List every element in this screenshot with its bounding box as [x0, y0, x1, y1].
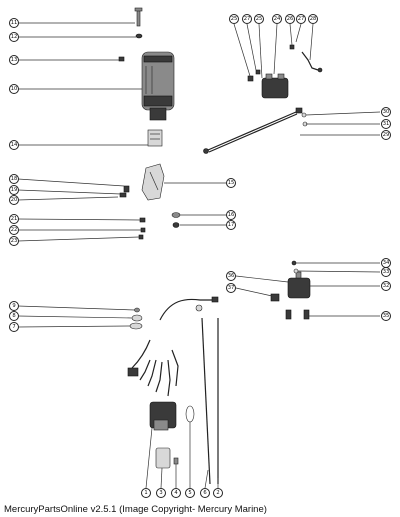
starter-motor-group [118, 7, 175, 147]
callout-17[interactable]: 17 [226, 220, 236, 230]
callout-label: 12 [11, 34, 18, 40]
callout-label: 28 [310, 16, 317, 22]
battery-cable [203, 107, 308, 154]
callout-label: 5 [188, 490, 191, 496]
callout-25-a[interactable]: 25 [229, 14, 239, 24]
callout-label: 1 [144, 490, 147, 496]
callout-label: 24 [274, 16, 281, 22]
callout-31[interactable]: 31 [381, 119, 391, 129]
leader-lines [17, 22, 381, 489]
callout-37[interactable]: 37 [226, 283, 236, 293]
callout-32[interactable]: 32 [381, 281, 391, 291]
callout-8[interactable]: 8 [9, 311, 19, 321]
callout-14[interactable]: 14 [9, 140, 19, 150]
callout-36[interactable]: 36 [226, 271, 236, 281]
callout-label: 8 [12, 313, 15, 319]
mounting-bracket-group [119, 163, 181, 240]
terminal-nut [247, 75, 254, 82]
callout-label: 20 [11, 197, 18, 203]
callout-label: 30 [383, 109, 390, 115]
callout-label: 25 [256, 16, 263, 22]
callout-4[interactable]: 4 [171, 488, 181, 498]
callout-26[interactable]: 26 [285, 14, 295, 24]
callout-label: 18 [11, 176, 18, 182]
rectifier-group [270, 260, 311, 320]
callout-28[interactable]: 28 [308, 14, 318, 24]
callout-label: 6 [203, 490, 206, 496]
callout-label: 34 [383, 260, 390, 266]
copyright-footer: MercuryPartsOnline v2.5.1 (Image Copyrig… [4, 504, 267, 515]
callout-label: 11 [11, 20, 18, 26]
callout-label: 23 [11, 238, 18, 244]
callout-5[interactable]: 5 [185, 488, 195, 498]
callout-18[interactable]: 18 [9, 174, 19, 184]
callout-label: 22 [11, 227, 18, 233]
callout-13[interactable]: 13 [9, 55, 19, 65]
callout-24[interactable]: 24 [272, 14, 282, 24]
callout-9[interactable]: 9 [9, 301, 19, 311]
callout-label: 14 [11, 142, 18, 148]
callout-35[interactable]: 35 [381, 311, 391, 321]
callout-label: 29 [383, 132, 390, 138]
callout-20[interactable]: 20 [9, 195, 19, 205]
callout-label: 35 [383, 313, 390, 319]
callout-23[interactable]: 23 [9, 236, 19, 246]
callout-27-a[interactable]: 27 [242, 14, 252, 24]
callout-label: 7 [12, 324, 15, 330]
callout-30[interactable]: 30 [381, 107, 391, 117]
solenoid-group [247, 44, 323, 99]
callout-22[interactable]: 22 [9, 225, 19, 235]
callout-label: 15 [228, 180, 235, 186]
callout-25-b[interactable]: 25 [254, 14, 264, 24]
callout-label: 37 [228, 285, 235, 291]
callout-10[interactable]: 10 [9, 84, 19, 94]
rectifier-body [287, 277, 311, 299]
callout-label: 10 [11, 86, 18, 92]
solenoid-body [261, 77, 289, 99]
starter-motor-body [141, 51, 175, 121]
callout-label: 26 [287, 16, 294, 22]
callout-29[interactable]: 29 [381, 130, 391, 140]
callout-2[interactable]: 2 [213, 488, 223, 498]
callout-label: 32 [383, 283, 390, 289]
callout-19[interactable]: 19 [9, 185, 19, 195]
callout-label: 21 [11, 216, 18, 222]
callout-21[interactable]: 21 [9, 214, 19, 224]
callout-label: 16 [228, 212, 235, 218]
callout-label: 36 [228, 273, 235, 279]
callout-label: 4 [174, 490, 178, 496]
callout-label: 33 [383, 269, 390, 275]
washer-part [135, 33, 143, 39]
callout-34[interactable]: 34 [381, 258, 391, 268]
bracket-part [147, 129, 163, 147]
callout-12[interactable]: 12 [9, 32, 19, 42]
callout-27-b[interactable]: 27 [296, 14, 306, 24]
nut-part [118, 56, 125, 62]
gasket-part [155, 447, 171, 469]
callout-label: 27 [298, 16, 305, 22]
callout-16[interactable]: 16 [226, 210, 236, 220]
callout-15[interactable]: 15 [226, 178, 236, 188]
callout-6[interactable]: 6 [200, 488, 210, 498]
callout-label: 19 [11, 187, 18, 193]
callout-3[interactable]: 3 [156, 488, 166, 498]
wiring-harness-group [127, 296, 219, 485]
callout-33[interactable]: 33 [381, 267, 391, 277]
callout-label: 9 [12, 303, 15, 309]
callout-label: 31 [383, 121, 390, 127]
callout-1[interactable]: 1 [141, 488, 151, 498]
callout-label: 2 [216, 490, 219, 496]
callout-label: 27 [244, 16, 251, 22]
callout-7[interactable]: 7 [9, 322, 19, 332]
callout-label: 3 [159, 490, 162, 496]
bolt-part [136, 9, 141, 27]
callout-label: 13 [11, 57, 18, 63]
callout-label: 17 [228, 222, 235, 228]
callout-11[interactable]: 11 [9, 18, 19, 28]
callout-label: 25 [231, 16, 238, 22]
